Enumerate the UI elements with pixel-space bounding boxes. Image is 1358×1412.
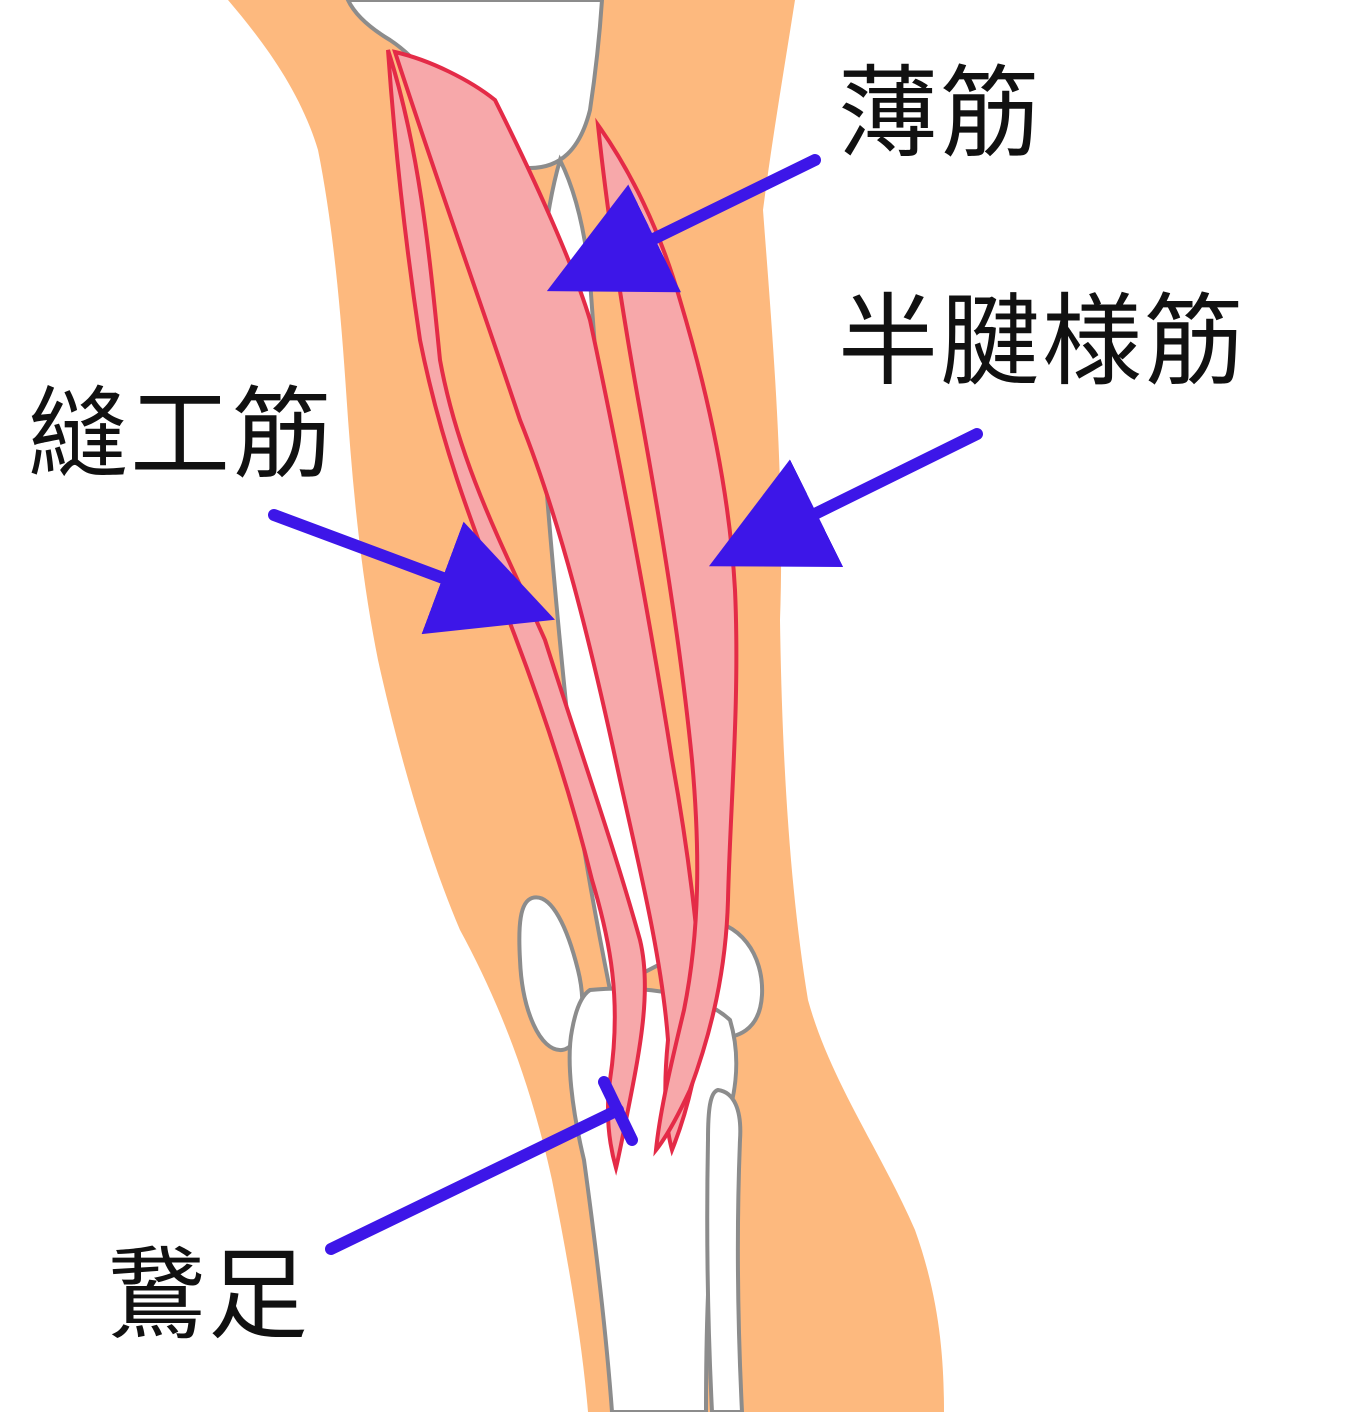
fibula-bone bbox=[705, 1087, 745, 1412]
sartorius-label: 縫工筋 bbox=[28, 376, 334, 493]
pes-anserinus-pointer bbox=[325, 1104, 624, 1255]
pes-anserinus-bar bbox=[598, 1076, 638, 1146]
gracilis-label: 薄筋 bbox=[838, 55, 1042, 172]
semitendinosus-arrow bbox=[708, 428, 983, 567]
semitendinosus-label: 半腱様筋 bbox=[838, 283, 1246, 400]
sartorius-arrow bbox=[268, 509, 555, 635]
gracilis-arrow bbox=[546, 154, 821, 293]
pes-anserinus-label: 鵞足 bbox=[106, 1237, 310, 1354]
patella-bone bbox=[517, 895, 585, 1052]
semitendinosus-muscle bbox=[595, 117, 739, 1157]
